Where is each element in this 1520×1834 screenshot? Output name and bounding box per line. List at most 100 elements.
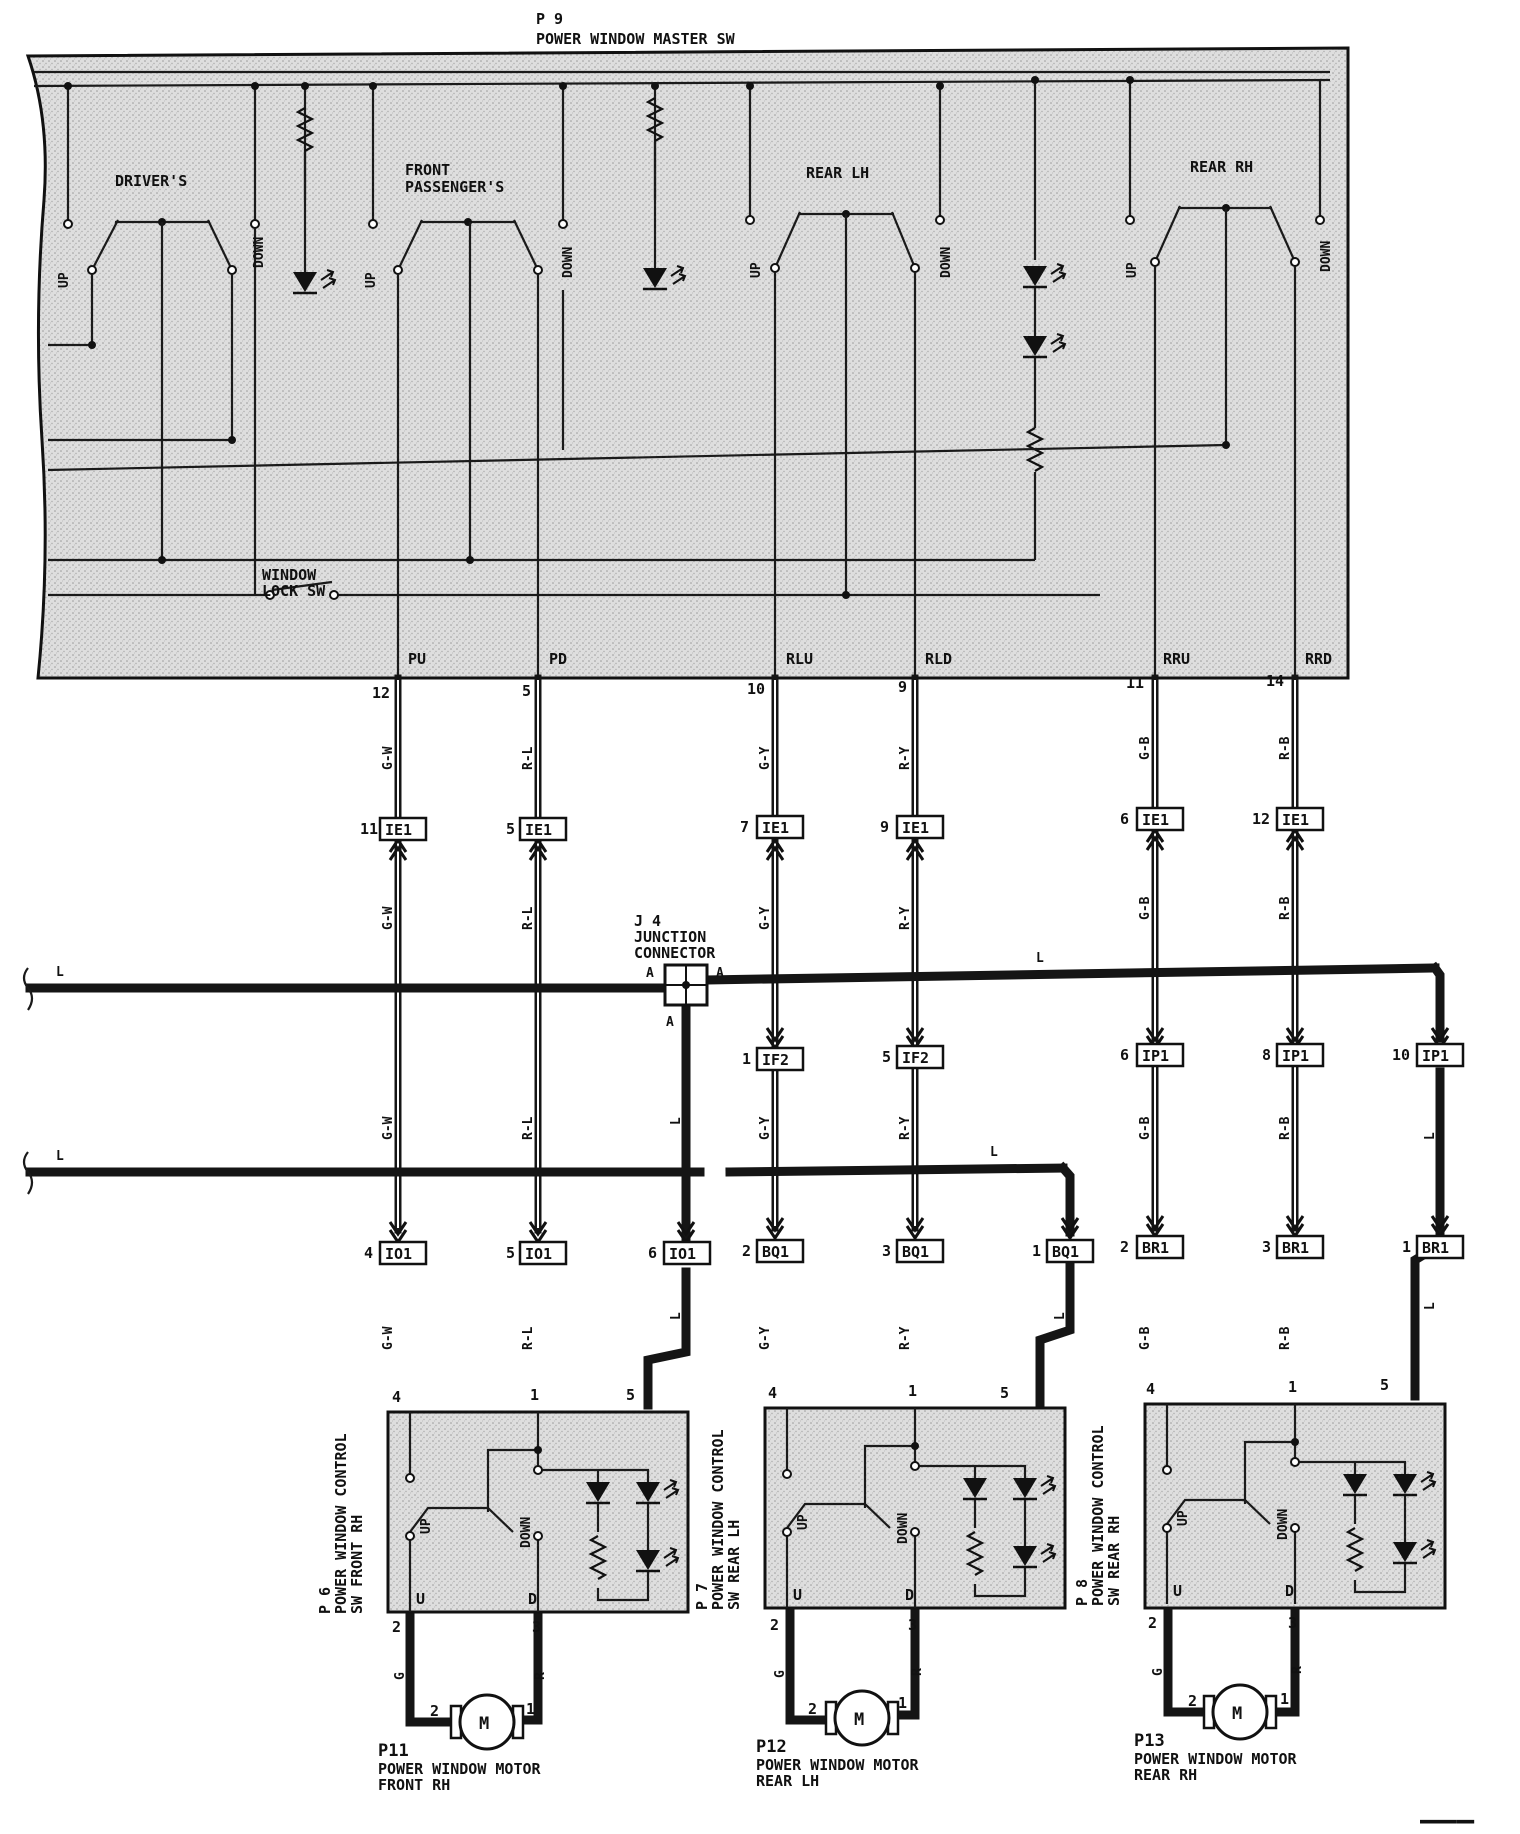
junction-pin-a: A xyxy=(716,966,724,981)
svg-text:10: 10 xyxy=(1392,1046,1410,1064)
motor-code: P13 xyxy=(1134,1731,1165,1751)
svg-text:9: 9 xyxy=(898,678,907,696)
control-sw-code: P 8 xyxy=(1073,1579,1091,1606)
svg-text:G-B: G-B xyxy=(1138,1116,1153,1140)
motor-name: POWER WINDOW MOTOR xyxy=(378,1760,542,1778)
svg-text:BQ1: BQ1 xyxy=(762,1243,789,1261)
svg-text:1: 1 xyxy=(530,1386,539,1404)
svg-text:L: L xyxy=(669,1312,684,1320)
svg-text:2: 2 xyxy=(1188,1692,1197,1710)
window-lock-label-1: WINDOW xyxy=(262,566,317,584)
svg-text:R-B: R-B xyxy=(1278,1326,1293,1350)
label-down: DOWN xyxy=(252,237,267,268)
svg-text:G-B: G-B xyxy=(1138,1326,1153,1350)
svg-text:5: 5 xyxy=(1000,1384,1009,1402)
svg-text:IE1: IE1 xyxy=(762,819,789,837)
pin-numbers: 12 5 10 9 11 14 11 5 7 9 6 12 1 5 6 8 10… xyxy=(360,672,1411,1720)
svg-text:4: 4 xyxy=(1146,1380,1155,1398)
junction-connector: J 4 JUNCTION CONNECTOR A A A xyxy=(634,912,724,1030)
svg-text:1: 1 xyxy=(526,1700,535,1718)
svg-text:L: L xyxy=(1053,1312,1068,1320)
svg-text:BQ1: BQ1 xyxy=(1052,1243,1079,1261)
section-driver: DRIVER'S xyxy=(115,172,187,190)
svg-text:2: 2 xyxy=(808,1700,817,1718)
svg-text:G-W: G-W xyxy=(381,906,396,930)
junction-code: J 4 xyxy=(634,912,661,930)
connector-br1: BR1 xyxy=(1275,1234,1325,1260)
control-sw-name: POWER WINDOW CONTROL xyxy=(332,1433,350,1614)
svg-text:2: 2 xyxy=(1148,1614,1157,1632)
control-sw-name: POWER WINDOW CONTROL xyxy=(1089,1425,1107,1606)
svg-text:IP1: IP1 xyxy=(1422,1047,1449,1065)
svg-text:IP1: IP1 xyxy=(1282,1047,1309,1065)
control-sw-position: SW FRONT RH xyxy=(348,1515,366,1614)
section-front: FRONT xyxy=(405,161,450,179)
terminal-rrd: RRD xyxy=(1305,650,1332,668)
master-switch-panel: P 9 POWER WINDOW MASTER SW DRIVER'S FRON… xyxy=(25,10,1350,680)
connector-if2: IF2 xyxy=(755,1046,805,1072)
label-up: UP xyxy=(364,272,379,288)
svg-text:8: 8 xyxy=(1262,1046,1271,1064)
svg-text:L: L xyxy=(1423,1302,1438,1310)
terminal-u: U xyxy=(793,1586,802,1604)
junction-pin-a: A xyxy=(646,966,654,981)
svg-text:R-L: R-L xyxy=(521,746,536,770)
svg-text:G-Y: G-Y xyxy=(758,1326,773,1350)
motor-name: POWER WINDOW MOTOR xyxy=(1134,1750,1298,1768)
svg-text:10: 10 xyxy=(747,680,765,698)
terminal-rru: RRU xyxy=(1163,650,1190,668)
svg-text:‒‒‒: ‒‒‒ xyxy=(1420,1803,1475,1834)
svg-text:IP1: IP1 xyxy=(1142,1047,1169,1065)
section-front-passenger: PASSENGER'S xyxy=(405,178,504,196)
svg-text:1: 1 xyxy=(1032,1242,1041,1260)
motor-symbol: M xyxy=(1232,1704,1242,1724)
svg-text:IE1: IE1 xyxy=(902,819,929,837)
svg-text:L: L xyxy=(1423,1132,1438,1140)
svg-text:7: 7 xyxy=(740,818,749,836)
svg-text:1: 1 xyxy=(1402,1238,1411,1256)
motor-name: POWER WINDOW MOTOR xyxy=(756,1756,920,1774)
motor-symbol: M xyxy=(854,1710,864,1730)
svg-text:4: 4 xyxy=(768,1384,777,1402)
svg-text:L: L xyxy=(56,1149,64,1164)
connector-ie1: IE1 xyxy=(895,814,945,840)
svg-text:6: 6 xyxy=(648,1244,657,1262)
connector-if2: IF2 xyxy=(895,1044,945,1070)
svg-text:G-W: G-W xyxy=(381,1326,396,1350)
svg-text:2: 2 xyxy=(1120,1238,1129,1256)
svg-text:R-B: R-B xyxy=(1278,736,1293,760)
connector-ie1: IE1 xyxy=(1275,806,1325,832)
terminal-d: D xyxy=(905,1586,914,1604)
connector-io1: IO1 xyxy=(518,1240,568,1266)
terminal-pu: PU xyxy=(408,650,426,668)
master-sw-code: P 9 xyxy=(536,10,563,28)
svg-text:L: L xyxy=(56,965,64,980)
svg-text:BR1: BR1 xyxy=(1282,1239,1309,1257)
window-lock-label-2: LOCK SW xyxy=(262,582,326,600)
svg-text:5: 5 xyxy=(506,820,515,838)
svg-text:4: 4 xyxy=(392,1388,401,1406)
label-up: UP xyxy=(796,1514,811,1530)
svg-text:5: 5 xyxy=(506,1244,515,1262)
svg-text:1: 1 xyxy=(1288,1378,1297,1396)
svg-text:R-Y: R-Y xyxy=(898,746,913,770)
svg-text:IE1: IE1 xyxy=(1142,811,1169,829)
wire-color-codes: G-W G-W G-W G-W R-L R-L R-L R-L G-Y G-Y … xyxy=(56,736,1438,1680)
label-down: DOWN xyxy=(939,247,954,278)
section-rear-lh: REAR LH xyxy=(806,164,869,182)
svg-text:R-Y: R-Y xyxy=(898,1326,913,1350)
svg-text:R-L: R-L xyxy=(521,1116,536,1140)
label-up: UP xyxy=(1176,1510,1191,1526)
svg-text:R: R xyxy=(533,1672,548,1680)
svg-text:L: L xyxy=(669,1117,684,1125)
svg-text:IE1: IE1 xyxy=(385,821,412,839)
svg-text:G-B: G-B xyxy=(1138,736,1153,760)
svg-text:2: 2 xyxy=(430,1702,439,1720)
svg-text:6: 6 xyxy=(1120,810,1129,828)
svg-text:3: 3 xyxy=(908,1616,917,1634)
